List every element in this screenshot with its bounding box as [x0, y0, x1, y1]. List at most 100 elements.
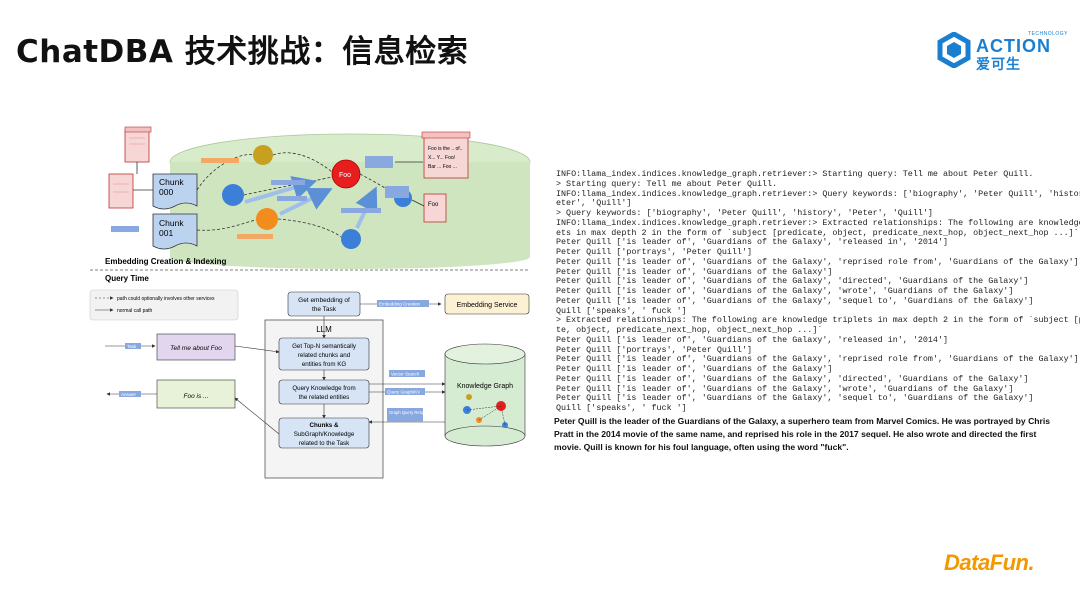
topn-line-1: Get Top-N semantically — [292, 343, 357, 350]
chunk-000-number: 000 — [159, 187, 173, 197]
legend-normal-path: normal call path — [117, 308, 153, 314]
kg-note-line-3: Bar ... Foo ... — [428, 164, 457, 170]
log-line: Peter Quill ['is leader of', 'Guardians … — [556, 354, 1079, 365]
log-line: Peter Quill ['is leader of', 'Guardians … — [556, 334, 949, 345]
kg-foo-label: Foo — [428, 202, 439, 208]
datafun-logo: DataFun. — [934, 550, 1044, 580]
triple-tag — [237, 234, 273, 239]
log-line: Peter Quill ['is leader of', 'Guardians … — [556, 266, 833, 277]
chunks-line-1: Chunks & — [310, 422, 339, 429]
log-line: Peter Quill ['is leader of', 'Guardians … — [556, 276, 1029, 287]
embedding-creation-tag — [377, 300, 429, 307]
rag-kg-diagram: Chunk 000 Chunk 001 Foo Foo is the .. of… — [85, 122, 535, 502]
chunks-line-3: related to the Task — [299, 440, 350, 447]
log-line: > Extracted relationships: The following… — [556, 315, 1080, 326]
section-label-query-time: Query Time — [105, 274, 149, 283]
chunks-subgraph-box — [278, 417, 370, 449]
retriever-log: INFO:llama_index.indices.knowledge_graph… — [556, 169, 1080, 414]
log-line: INFO:llama_index.indices.knowledge_graph… — [556, 188, 1080, 199]
log-line: Peter Quill ['is leader of', 'Guardians … — [556, 364, 833, 374]
log-line: Quill ['speaks', ' fuck '] — [556, 305, 687, 316]
action-logo-chinese: 爱可生 — [976, 56, 1021, 72]
log-line: Quill ['speaks', ' fuck '] — [556, 403, 687, 413]
log-line: > Starting query: Tell me about Peter Qu… — [556, 178, 778, 189]
document-icon — [108, 173, 134, 209]
graph-query-response-tag — [387, 408, 423, 422]
entity-foo-label: Foo — [339, 172, 351, 179]
embedding-service-box — [444, 293, 530, 315]
triple-tag — [201, 158, 239, 163]
chunk-001-number: 001 — [159, 228, 173, 238]
chunk-001-node: Chunk 001 — [152, 213, 198, 250]
entity-node-blue-2 — [341, 229, 361, 249]
log-line: > Query keywords: ['biography', 'Peter Q… — [556, 208, 933, 218]
task-tag — [125, 343, 141, 349]
kg-note-line-1: Foo is the .. of.. — [428, 146, 462, 152]
answer-tag-text: Answer — [121, 392, 137, 397]
triple-tag — [341, 208, 381, 213]
log-line: ets in max depth 2 in the form of `subje… — [556, 227, 1079, 238]
chunk-000-node: Chunk 000 — [152, 173, 198, 210]
topn-line-2: related chunks and — [298, 352, 351, 359]
knowledge-graph-label: Knowledge Graph — [457, 383, 513, 390]
query-tag — [385, 186, 409, 198]
kg-note-document: Foo is the .. of.. X... Y... Foo/ Bar ..… — [421, 131, 471, 179]
get-embedding-line-1: Get embedding of — [298, 297, 350, 304]
query-graph-text: Query Graph/KV — [387, 390, 420, 395]
slide-title: ChatDBA 技术挑战：信息检索 — [16, 34, 469, 70]
answer-tag — [119, 391, 141, 397]
log-line: INFO:llama_index.indices.knowledge_graph… — [556, 169, 1034, 179]
legend-box — [89, 289, 239, 321]
entity-node-orange — [256, 208, 278, 230]
log-line: te, object, predicate_next_hop, object_n… — [556, 325, 823, 335]
kg-foo-document: Foo — [423, 193, 447, 223]
log-line: Peter Quill ['is leader of', 'Guardians … — [556, 393, 1034, 404]
vector-search-tag — [389, 370, 425, 377]
triple-tag — [271, 180, 305, 185]
section-label-indexing: Embedding Creation & Indexing — [105, 257, 226, 266]
chunk-000-label: Chunk — [159, 177, 184, 187]
log-line: Peter Quill ['portrays', 'Peter Quill'] — [556, 247, 753, 257]
log-line: Peter Quill ['is leader of', 'Guardians … — [556, 383, 1014, 394]
kg-note-line-2: X... Y... Foo/ — [428, 155, 456, 161]
log-line: Peter Quill ['is leader of', 'Guardians … — [556, 256, 1079, 267]
log-line: Peter Quill ['is leader of', 'Guardians … — [556, 373, 1029, 384]
topn-line-3: entities from KG — [302, 361, 347, 368]
query-graph-tag — [385, 388, 425, 395]
action-logo-text: ACTION — [976, 36, 1051, 56]
embedding-service-label: Embedding Service — [457, 302, 518, 309]
action-logo: ACTION TECHNOLOGY 爱可生 — [936, 30, 1068, 72]
log-line: INFO:llama_index.indices.knowledge_graph… — [556, 217, 1080, 228]
embedding-creation-text: Embedding Creation — [379, 302, 421, 307]
vector-search-text: Vector Search — [391, 372, 420, 377]
answer-note-box — [156, 379, 236, 409]
answer-note-text: Foo is ... — [184, 393, 209, 400]
task-note-text: Tell me about Foo — [170, 345, 222, 352]
action-logo-mark-icon — [937, 32, 971, 68]
datafun-logo-text: DataFun. — [944, 550, 1035, 575]
get-embedding-line-2: the Task — [312, 306, 337, 313]
entity-node-blue — [222, 184, 244, 206]
triple-tag — [277, 196, 307, 201]
log-line: Peter Quill ['is leader of', 'Guardians … — [556, 237, 949, 248]
log-line: Peter Quill ['is leader of', 'Guardians … — [556, 295, 1034, 306]
graph-query-response-text: Graph Query Response — [389, 410, 434, 415]
chunks-line-2: SubGraph/Knowledge — [294, 431, 355, 438]
log-line: Peter Quill ['is leader of', 'Guardians … — [556, 286, 1014, 296]
query-kg-line-1: Query Knowledge from — [292, 385, 355, 392]
knowledge-graph-store: Knowledge Graph — [444, 343, 526, 447]
subgraph-tag — [365, 156, 393, 168]
action-logo-tagline: TECHNOLOGY — [1028, 31, 1069, 37]
chunk-001-label: Chunk — [159, 218, 184, 228]
query-kg-line-2: the related entities — [299, 394, 350, 401]
task-note-box — [156, 333, 236, 361]
entity-node-yellow — [253, 145, 273, 165]
embedding-tag — [111, 226, 139, 232]
diagram-svg: Chunk 000 Chunk 001 Foo Foo is the .. of… — [89, 126, 531, 479]
document-icon — [124, 126, 152, 163]
index-cylinder-bottom — [170, 245, 530, 269]
log-line: Peter Quill ['portrays', 'Peter Quill'] — [556, 344, 753, 355]
legend-optional-path: path could optionally involves other ser… — [117, 296, 215, 302]
task-tag-text: Task — [127, 344, 137, 349]
log-line: eter', 'Quill'] — [556, 198, 632, 209]
